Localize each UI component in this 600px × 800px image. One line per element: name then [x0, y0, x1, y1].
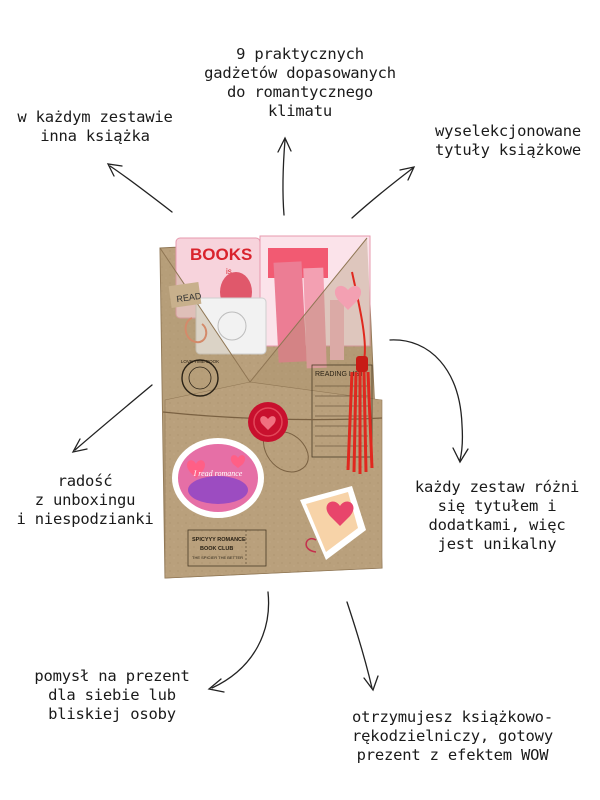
stamp-text: LOVE TIME BOOK — [181, 359, 219, 364]
sticker-text: I read romance — [193, 469, 243, 478]
read-bookmark: READ — [168, 282, 208, 344]
caption-wow-gift: otrzymujesz książkowo- rękodzielniczy, g… — [352, 708, 553, 764]
caption-unboxing-joy: radość z unboxingu i niespodzianki — [16, 472, 154, 528]
arrow-curve-right-icon — [389, 339, 469, 464]
arrow-up-left-icon — [106, 163, 173, 213]
caption-gift-idea: pomysł na prezent dla siebie lub bliskie… — [34, 667, 190, 723]
arrow-down-right-icon — [346, 601, 379, 692]
white-pouch — [195, 297, 267, 355]
ticket-line-1: SPICYYY ROMANCE — [192, 537, 246, 543]
love-stamp: LOVE TIME BOOK — [181, 359, 219, 397]
books-card-sub: is — [226, 267, 232, 276]
heart-pin — [334, 285, 362, 310]
heart-wax-seal-icon — [248, 402, 288, 442]
arrow-up-icon — [277, 136, 292, 216]
read-label: READ — [176, 291, 203, 304]
caption-unique-set: każdy zestaw różni się tytułem i dodatka… — [414, 478, 580, 553]
reading-list-title: READING LIST — [315, 371, 364, 378]
books-card-title: BOOKS — [190, 245, 252, 264]
caption-gadgets: 9 praktycznych gadżetów dopasowanych do … — [204, 45, 396, 120]
red-tassel — [346, 271, 374, 474]
arrow-up-right-icon — [351, 166, 416, 219]
romance-sticker: I read romance — [172, 438, 264, 518]
ticket-line-2: BOOK CLUB — [200, 546, 233, 552]
ticket-line-3: THE SPICIER THE BETTER — [192, 555, 243, 560]
arrow-left-icon — [71, 384, 153, 453]
book-club-ticket: SPICYYY ROMANCE BOOK CLUB THE SPICIER TH… — [187, 529, 267, 567]
twine-loop — [263, 419, 309, 473]
caption-different-book: w każdym zestawie inna książka — [17, 108, 173, 145]
paperclip-icon — [184, 317, 208, 344]
heart-bouquet-sticker — [300, 486, 366, 560]
arrow-curve-down-left-icon — [207, 591, 270, 693]
caption-selected-titles: wyselekcjonowane tytuły książkowe — [434, 122, 582, 159]
